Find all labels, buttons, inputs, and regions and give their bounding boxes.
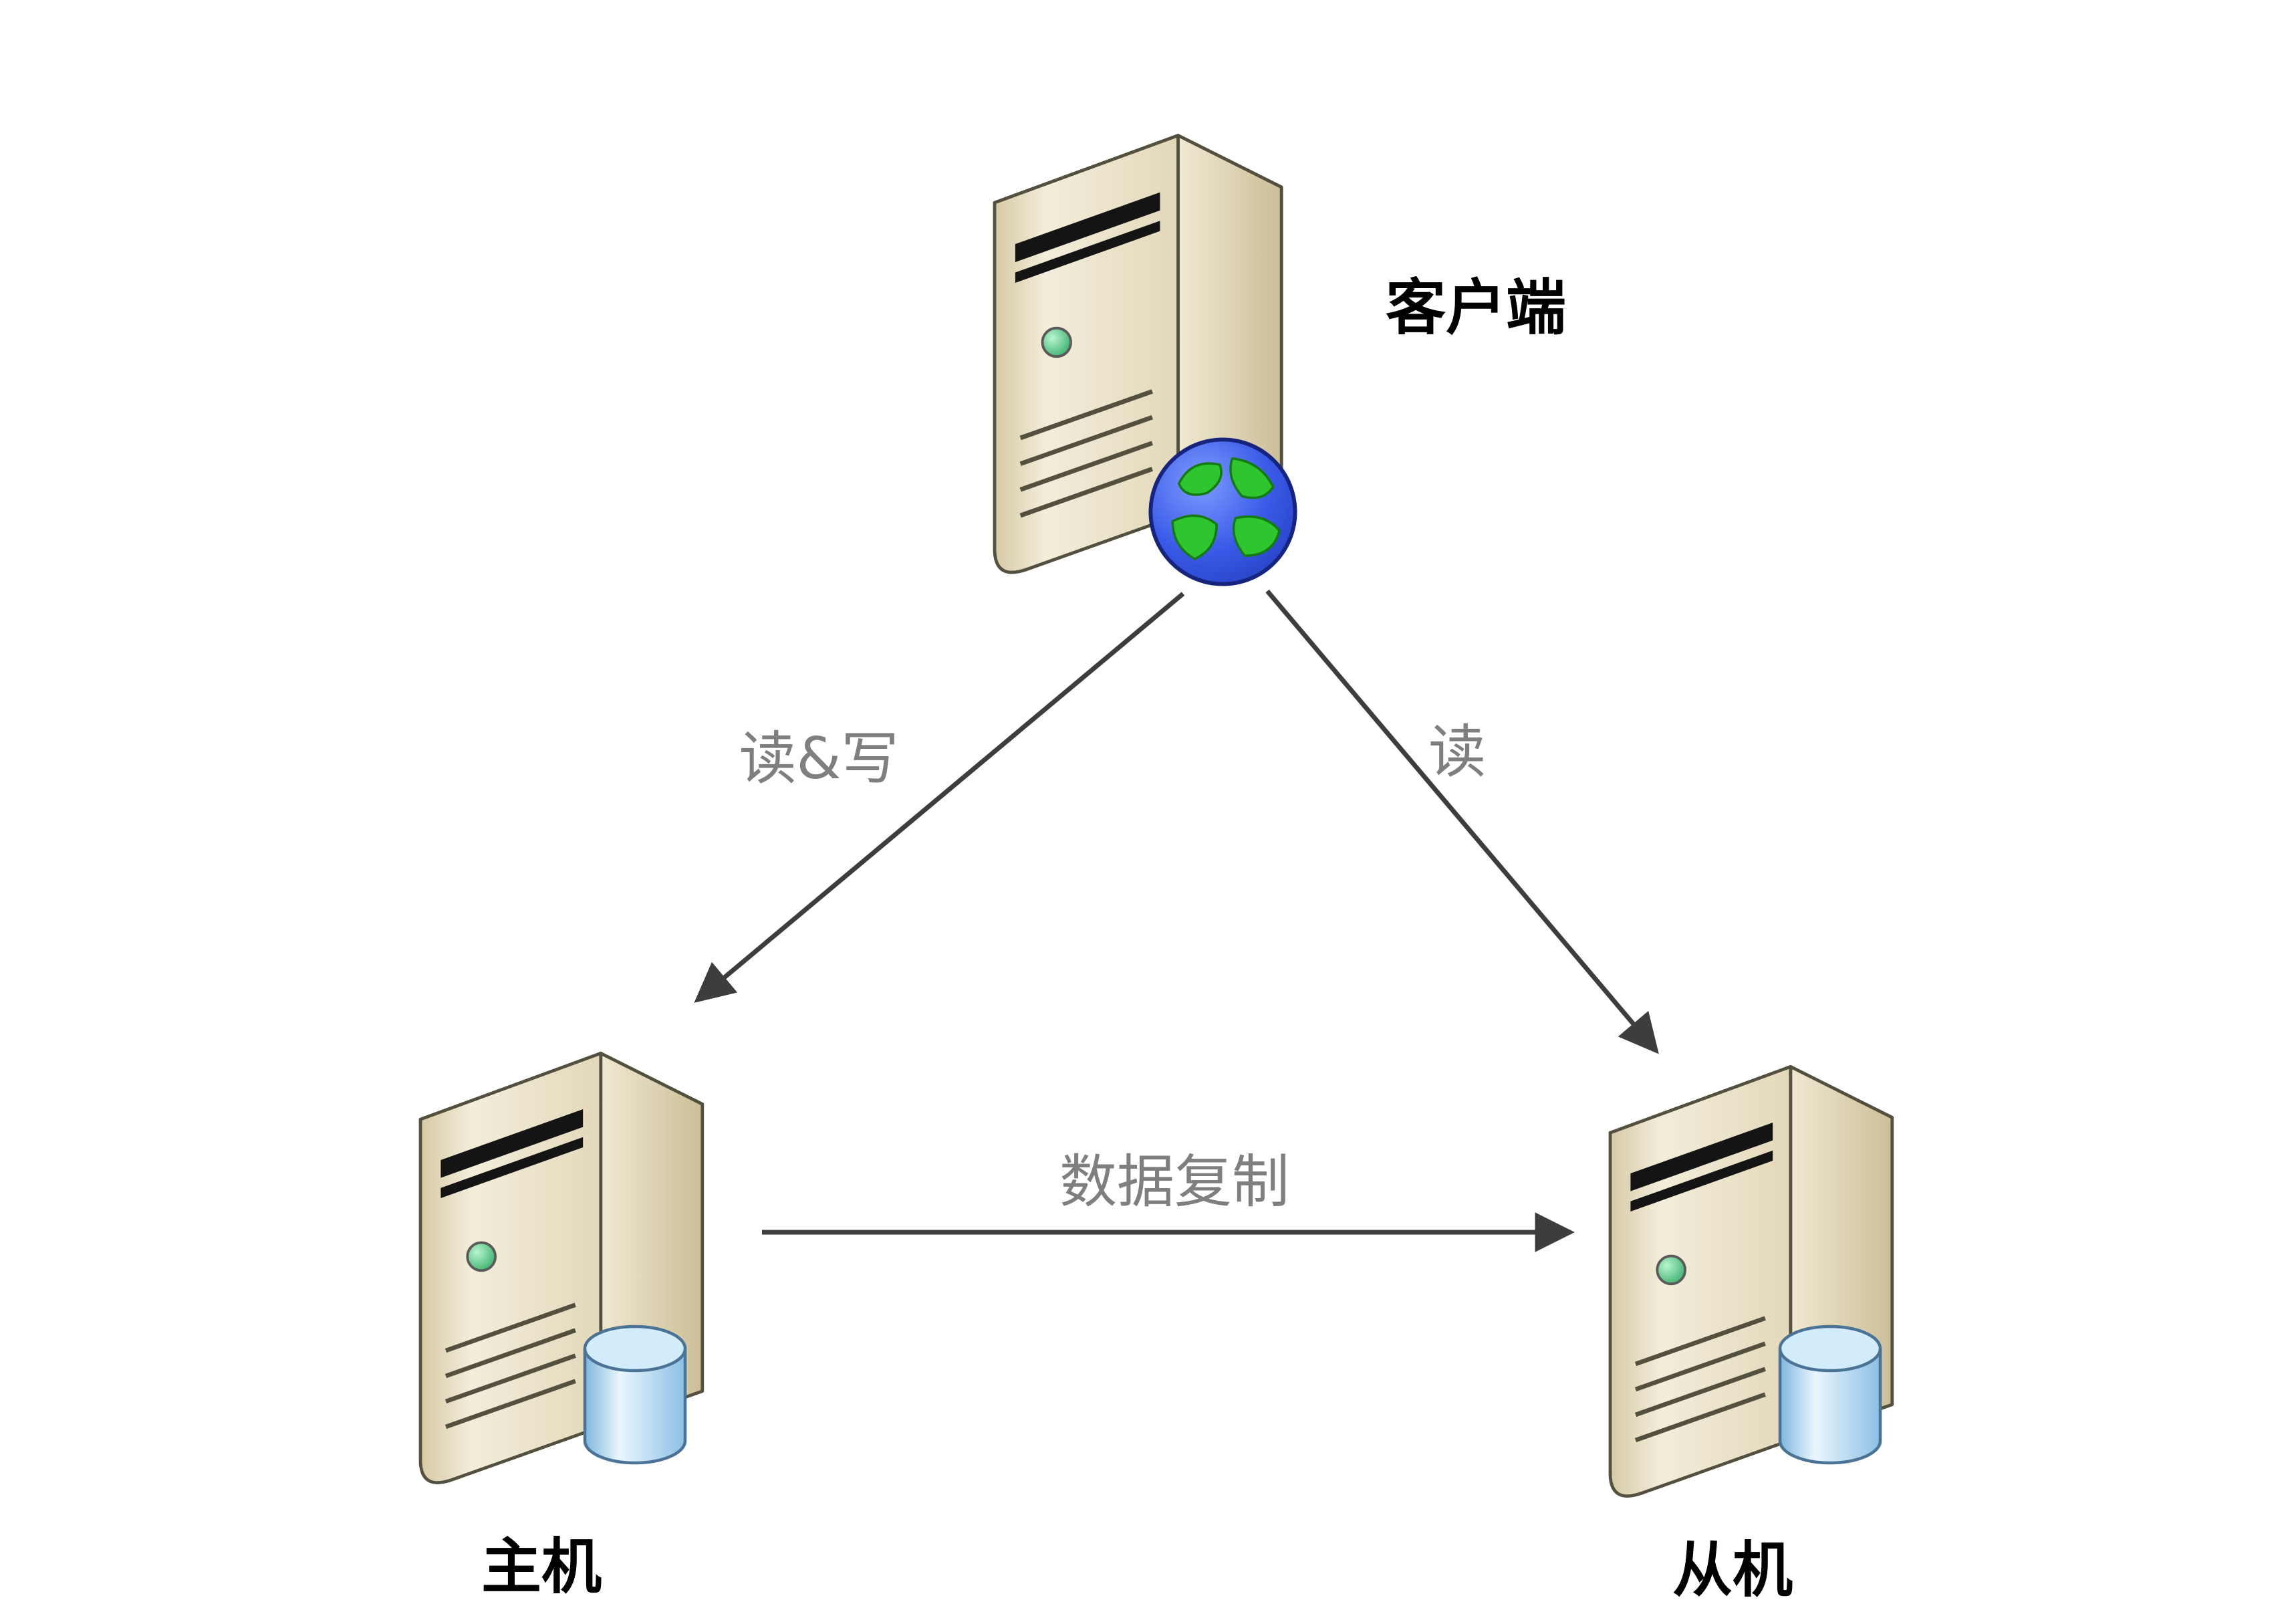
edge-client-to-master-arrow [694,592,1185,1003]
node-slave [1572,983,1953,1516]
edge-label-read: 读 [1428,719,1486,786]
database-icon [575,1318,695,1469]
server-icon [1572,983,1953,1516]
server-icon [382,969,763,1503]
edge-label-read-write: 读&写 [739,725,899,792]
node-label-client: 客户端 [1386,273,1566,343]
node-label-master: 主机 [481,1532,602,1602]
node-label-slave: 从机 [1672,1535,1793,1605]
globe-icon [1144,433,1301,590]
edge-client-to-slave-arrow [1265,589,1659,1054]
database-icon [1770,1318,1890,1469]
node-master [382,969,763,1503]
edge-label-data-replication: 数据复制 [1059,1149,1289,1216]
